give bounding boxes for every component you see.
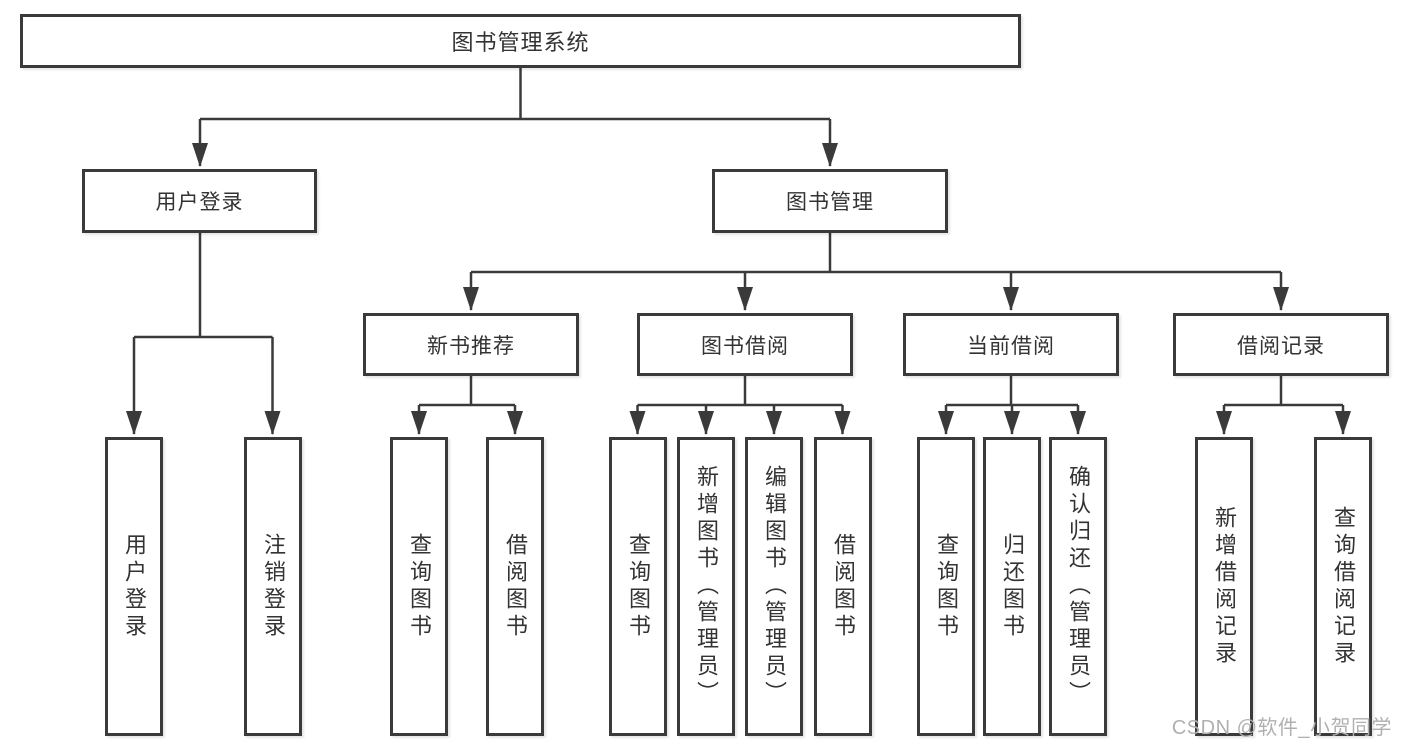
leaf-current-return-books-label: 归还图书: [1000, 532, 1025, 641]
node-new-book-recommend-label: 新书推荐: [427, 334, 515, 358]
leaf-current-confirm-return-admin: 确认归还（管理员）: [1049, 437, 1107, 736]
leaf-newbooks-query-books: 查询图书: [390, 437, 448, 736]
leaf-borrow-borrow-books-label: 借阅图书: [831, 532, 856, 641]
leaf-logout-label: 注销登录: [261, 532, 286, 641]
node-new-book-recommend: 新书推荐: [363, 313, 579, 376]
leaf-borrow-query-books-label: 查询图书: [626, 532, 651, 641]
leaf-logout: 注销登录: [244, 437, 302, 736]
leaf-newbooks-query-books-label: 查询图书: [407, 532, 432, 641]
leaf-borrow-query-books: 查询图书: [609, 437, 667, 736]
leaf-current-confirm-return-admin-label: 确认归还（管理员）: [1066, 465, 1091, 708]
node-current-borrowing-label: 当前借阅: [967, 334, 1055, 358]
leaf-borrow-edit-book-admin: 编辑图书（管理员）: [745, 437, 803, 736]
leaf-newbooks-borrow-books-label: 借阅图书: [503, 532, 528, 641]
leaf-records-query-record: 查询借阅记录: [1314, 437, 1372, 736]
node-user-login: 用户登录: [82, 169, 317, 233]
node-root: 图书管理系统: [20, 14, 1021, 68]
node-current-borrowing: 当前借阅: [903, 313, 1119, 376]
node-borrow-records: 借阅记录: [1173, 313, 1389, 376]
leaf-borrow-edit-book-admin-label: 编辑图书（管理员）: [762, 465, 787, 708]
leaf-borrow-add-book-admin-label: 新增图书（管理员）: [694, 465, 719, 708]
leaf-borrow-add-book-admin: 新增图书（管理员）: [677, 437, 735, 736]
node-book-management: 图书管理: [712, 169, 948, 233]
node-book-management-label: 图书管理: [786, 191, 874, 214]
leaf-records-query-record-label: 查询借阅记录: [1331, 505, 1356, 668]
node-book-borrowing-label: 图书借阅: [701, 334, 789, 358]
node-borrow-records-label: 借阅记录: [1237, 334, 1325, 358]
leaf-newbooks-borrow-books: 借阅图书: [486, 437, 544, 736]
node-user-login-label: 用户登录: [155, 191, 244, 214]
leaf-user-login: 用户登录: [105, 437, 163, 736]
leaf-records-add-record: 新增借阅记录: [1195, 437, 1253, 736]
leaf-current-return-books: 归还图书: [983, 437, 1041, 736]
watermark-text: CSDN @软件_小贺同学: [1171, 717, 1392, 739]
leaf-borrow-borrow-books: 借阅图书: [814, 437, 872, 736]
node-book-borrowing: 图书借阅: [637, 313, 853, 376]
node-root-label: 图书管理系统: [451, 30, 590, 55]
leaf-current-query-books: 查询图书: [917, 437, 975, 736]
leaf-current-query-books-label: 查询图书: [934, 532, 959, 641]
leaf-user-login-label: 用户登录: [122, 532, 147, 641]
leaf-records-add-record-label: 新增借阅记录: [1212, 505, 1237, 668]
